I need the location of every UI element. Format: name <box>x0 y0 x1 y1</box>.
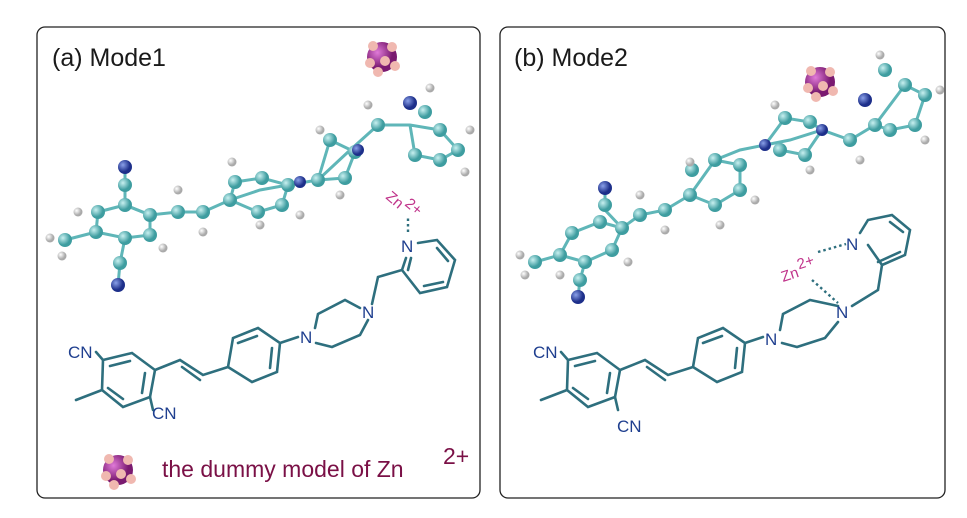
zn-charge: 2+ <box>795 252 817 274</box>
n-label: N <box>836 303 848 322</box>
zn-label: Zn <box>779 264 801 286</box>
ball-and-stick-model-b <box>515 50 945 304</box>
panel-a-title: (a) Mode1 <box>52 44 166 72</box>
panel-b-title: (b) Mode2 <box>514 44 628 72</box>
cn-label: CN <box>617 417 642 436</box>
n-label: N <box>846 235 858 254</box>
n-label: N <box>300 328 312 347</box>
skeletal-structure-b: CN CN N N N Zn 2+ <box>533 213 912 436</box>
n-label: N <box>362 303 374 322</box>
legend-charge: 2+ <box>443 443 469 469</box>
cn-label: CN <box>68 343 93 362</box>
panel-a <box>36 26 481 499</box>
panel-b <box>499 26 946 499</box>
legend-text: the dummy model of Zn <box>162 456 404 482</box>
n-label: N <box>401 237 413 256</box>
ball-and-stick-model-a <box>45 83 475 292</box>
cn-label: CN <box>533 343 558 362</box>
cn-label: CN <box>152 404 177 423</box>
n-label: N <box>765 330 777 349</box>
